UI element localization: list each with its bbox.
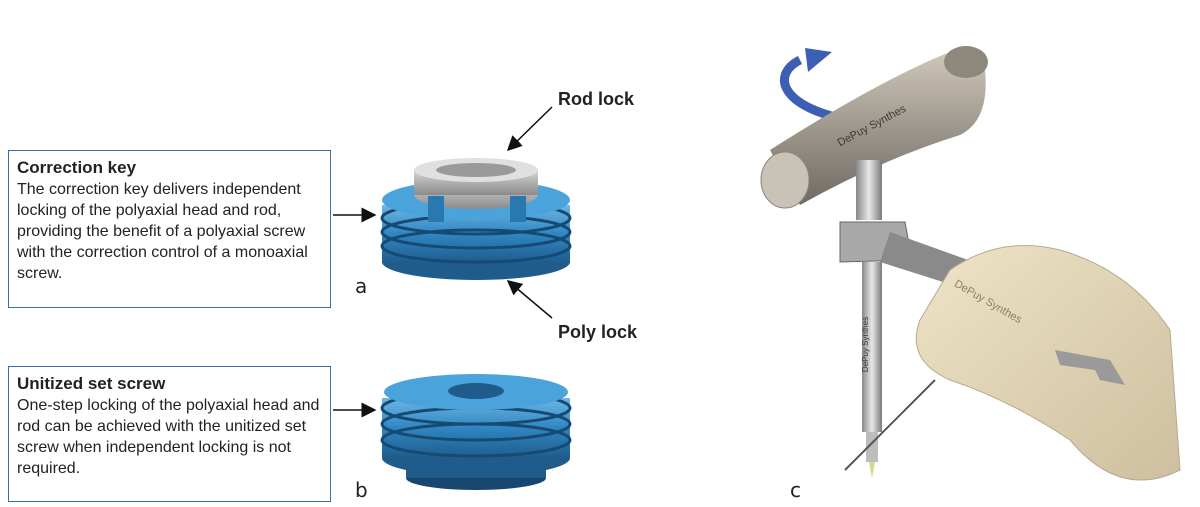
correction-key-screw-illustration — [380, 158, 572, 280]
unitized-set-screw-title: Unitized set screw — [17, 374, 166, 393]
unitized-set-screw-illustration — [380, 374, 572, 490]
unitized-set-screw-box: Unitized set screw One-step locking of t… — [8, 366, 331, 502]
figure-letter-c: c — [790, 478, 801, 502]
correction-key-box: Correction key The correction key delive… — [8, 150, 331, 308]
instrument-illustration — [760, 46, 1181, 481]
correction-key-title: Correction key — [17, 158, 137, 177]
correction-key-description: The correction key delivers independent … — [17, 181, 308, 282]
figure-letter-a: a — [355, 274, 368, 298]
rotation-arrowhead — [805, 48, 832, 72]
figure-letter-b: b — [355, 478, 368, 502]
unitized-set-screw-description: One-step locking of the polyaxial head a… — [17, 397, 320, 477]
rod-lock-arrow — [506, 106, 553, 152]
shaft-brand-text: DePuy Synthes — [861, 316, 871, 373]
poly-lock-label: Poly lock — [558, 322, 638, 342]
poly-lock-arrow — [506, 280, 553, 319]
rod-lock-label: Rod lock — [558, 89, 635, 109]
